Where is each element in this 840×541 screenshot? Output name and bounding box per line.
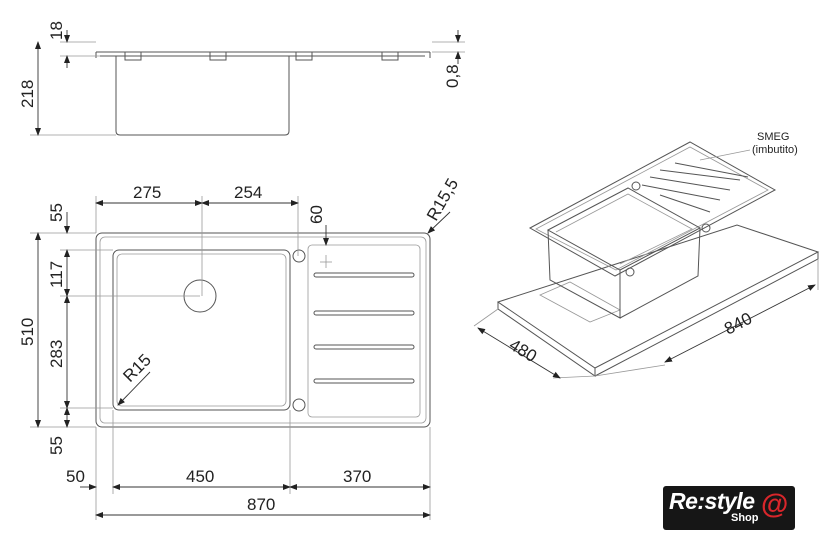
- iso-drainer-ribs: [641, 162, 749, 213]
- dim-bowl-lower: 283: [47, 340, 66, 368]
- dim-bowl-center: 275: [133, 183, 161, 202]
- dim-height-total: 510: [18, 318, 37, 346]
- iso-view: SMEG (imbutito) 480 840: [473, 131, 820, 379]
- dim-iso-depth: 480: [506, 335, 540, 366]
- tap-hole: [292, 249, 306, 263]
- dim-rim-height: 18: [47, 21, 66, 40]
- brand-note: SMEG: [757, 131, 789, 143]
- dim-bottom-margin: 55: [47, 436, 66, 455]
- logo-text: Re:style: [669, 488, 755, 514]
- dim-top-margin: 55: [47, 203, 66, 222]
- dim-thickness: 0,8: [443, 64, 462, 88]
- dim-drain-y: 117: [47, 261, 66, 288]
- logo-sub: Shop: [731, 512, 759, 524]
- mounting-clips: [124, 51, 399, 61]
- brand-logo: Re:style @ Shop: [663, 486, 795, 530]
- logo-at-icon: @: [761, 488, 789, 519]
- dim-width-total: 870: [247, 495, 275, 514]
- overflow-hole: [292, 398, 306, 412]
- side-view: 18 218 0,8: [18, 21, 465, 136]
- dim-drainer-hole-x: 254: [234, 183, 262, 202]
- dim-drainer-hole-y: 60: [307, 205, 326, 224]
- dim-bowl-width: 450: [186, 467, 214, 486]
- plan-view: 275 254 60 R15,5 R15 510 55 117 283 55 5…: [18, 175, 462, 520]
- brand-note-sub: (imbutito): [752, 144, 798, 156]
- dim-bowl-radius: R15: [119, 350, 154, 385]
- dim-corner-radius: R15,5: [423, 175, 462, 224]
- dim-drainer-width: 370: [343, 467, 371, 486]
- dim-left-margin: 50: [66, 467, 85, 486]
- dim-iso-width: 840: [721, 309, 755, 339]
- drainer-ribs: [313, 272, 415, 384]
- dim-depth: 218: [18, 80, 37, 108]
